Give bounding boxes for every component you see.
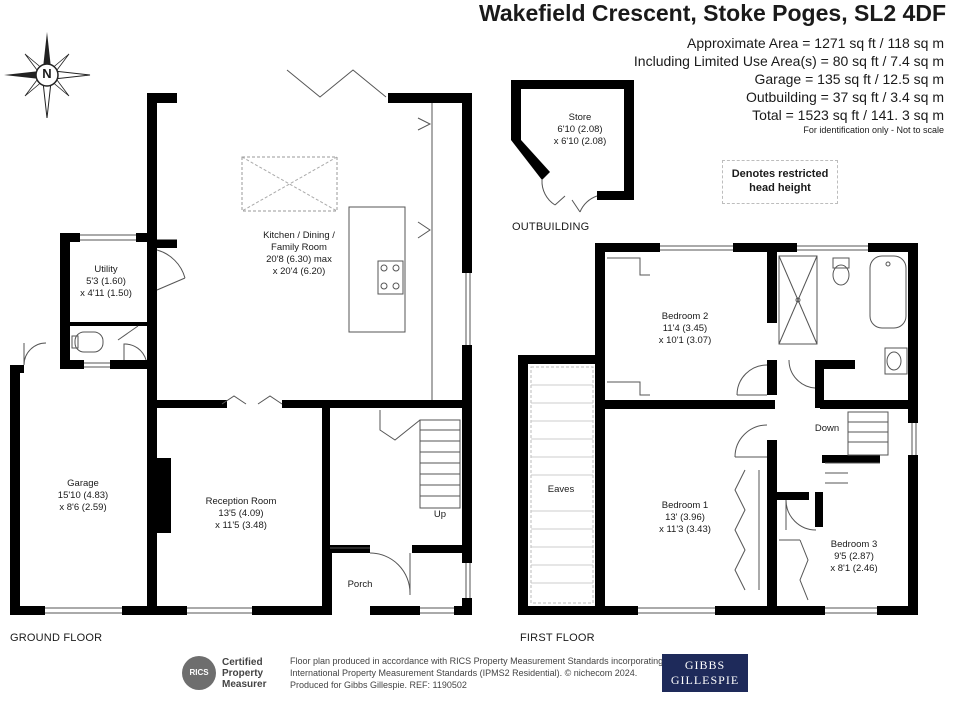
room-garage-name: Garage (67, 478, 99, 489)
ground-floor-walls (10, 93, 472, 615)
room-bedroom-3-dim2: x 8'1 (2.46) (830, 563, 878, 574)
restricted-note-line2: head height (749, 182, 811, 194)
room-kitchen: Kitchen / Dining / Family Room 20'8 (6.3… (263, 230, 335, 278)
rics-line3: Measurer (222, 679, 267, 690)
room-reception-dim1: 13'5 (4.09) (218, 508, 264, 519)
room-reception-name: Reception Room (205, 496, 277, 507)
room-kitchen-name1: Kitchen / Dining / (263, 230, 335, 241)
stairs-down-label: Down (815, 423, 839, 435)
room-bedroom-1-dim1: 13' (3.96) (665, 512, 705, 523)
ground-floor-details (23, 69, 471, 614)
compass-icon (4, 32, 91, 119)
rics-text: Certified Property Measurer (222, 657, 266, 690)
room-porch: Porch (348, 579, 373, 591)
outbuilding-walls (511, 80, 634, 200)
area-garage: Garage = 135 sq ft / 12.5 sq m (754, 71, 945, 87)
room-bedroom-3-name: Bedroom 3 (830, 539, 878, 550)
first-floor-label: FIRST FLOOR (520, 632, 595, 644)
room-utility-dim1: 5'3 (1.60) (86, 276, 126, 287)
disclaimer: For identification only - Not to scale (803, 125, 944, 135)
rics-line1: Certified (222, 657, 263, 668)
room-garage-dim1: 15'10 (4.83) (57, 490, 109, 501)
room-reception-dim2: x 11'5 (3.48) (215, 520, 267, 531)
room-garage: Garage 15'10 (4.83) x 8'6 (2.59) (58, 478, 108, 514)
room-porch-name: Porch (347, 579, 373, 590)
room-bedroom-2-dim2: x 10'1 (3.07) (658, 335, 712, 346)
room-kitchen-name2: Family Room (271, 242, 327, 253)
restricted-head-height-key: Denotes restricted head height (722, 160, 838, 204)
room-utility: Utility 5'3 (1.60) x 4'11 (1.50) (80, 264, 132, 300)
area-outbuilding: Outbuilding = 37 sq ft / 3.4 sq m (745, 89, 944, 105)
area-total: Total = 1523 sq ft / 141. 3 sq m (752, 107, 944, 123)
area-limited-use: Including Limited Use Area(s) = 80 sq ft… (633, 53, 944, 69)
footer-note: Floor plan produced in accordance with R… (290, 656, 664, 690)
room-bedroom-1-name: Bedroom 1 (661, 500, 709, 511)
room-garage-dim2: x 8'6 (2.59) (59, 502, 107, 513)
area-approximate: Approximate Area = 1271 sq ft / 118 sq m (687, 35, 944, 51)
stairs-up-text: Up (433, 509, 447, 520)
first-floor-details (530, 245, 917, 614)
outbuilding-label: OUTBUILDING (512, 221, 590, 233)
rics-logo: RICS (182, 656, 216, 690)
first-floor-walls (518, 243, 918, 615)
room-eaves-name: Eaves (547, 484, 575, 495)
room-utility-dim2: x 4'11 (1.50) (80, 288, 132, 299)
room-store-name: Store (568, 112, 592, 123)
room-bedroom-3: Bedroom 3 9'5 (2.87) x 8'1 (2.46) (830, 539, 877, 575)
room-bedroom-2-name: Bedroom 2 (661, 311, 709, 322)
room-kitchen-dim2: x 20'4 (6.20) (272, 266, 326, 277)
rics-line2: Property (222, 668, 264, 679)
restricted-note-line1: Denotes restricted (731, 168, 829, 180)
page-title: Wakefield Crescent, Stoke Poges, SL2 4DF (479, 0, 946, 26)
room-bedroom-2-dim1: 11'4 (3.45) (662, 323, 708, 334)
stairs-down-text: Down (814, 423, 840, 434)
room-eaves: Eaves (548, 484, 574, 496)
brand-line2: GILLESPIE (670, 673, 740, 687)
room-store: Store 6'10 (2.08) x 6'10 (2.08) (554, 112, 607, 148)
room-kitchen-dim1: 20'8 (6.30) max (266, 254, 332, 265)
room-bedroom-3-dim1: 9'5 (2.87) (834, 551, 874, 562)
brand-line1: GIBBS (684, 658, 726, 672)
ground-floor-label: GROUND FLOOR (10, 632, 103, 644)
agency-logo: GIBBS GILLESPIE (662, 654, 748, 692)
room-store-dim1: 6'10 (2.08) (557, 124, 603, 135)
room-store-dim2: x 6'10 (2.08) (553, 136, 607, 147)
compass-north-label: N (42, 66, 52, 81)
room-bedroom-1: Bedroom 1 13' (3.96) x 11'3 (3.43) (659, 500, 711, 536)
stairs-up-label: Up (434, 509, 446, 521)
room-bedroom-2: Bedroom 2 11'4 (3.45) x 10'1 (3.07) (659, 311, 712, 347)
room-bedroom-1-dim2: x 11'3 (3.43) (659, 524, 711, 535)
room-utility-name: Utility (94, 264, 118, 275)
rics-certification: RICS Certified Property Measurer (182, 656, 282, 692)
room-reception: Reception Room 13'5 (4.09) x 11'5 (3.48) (206, 496, 277, 532)
